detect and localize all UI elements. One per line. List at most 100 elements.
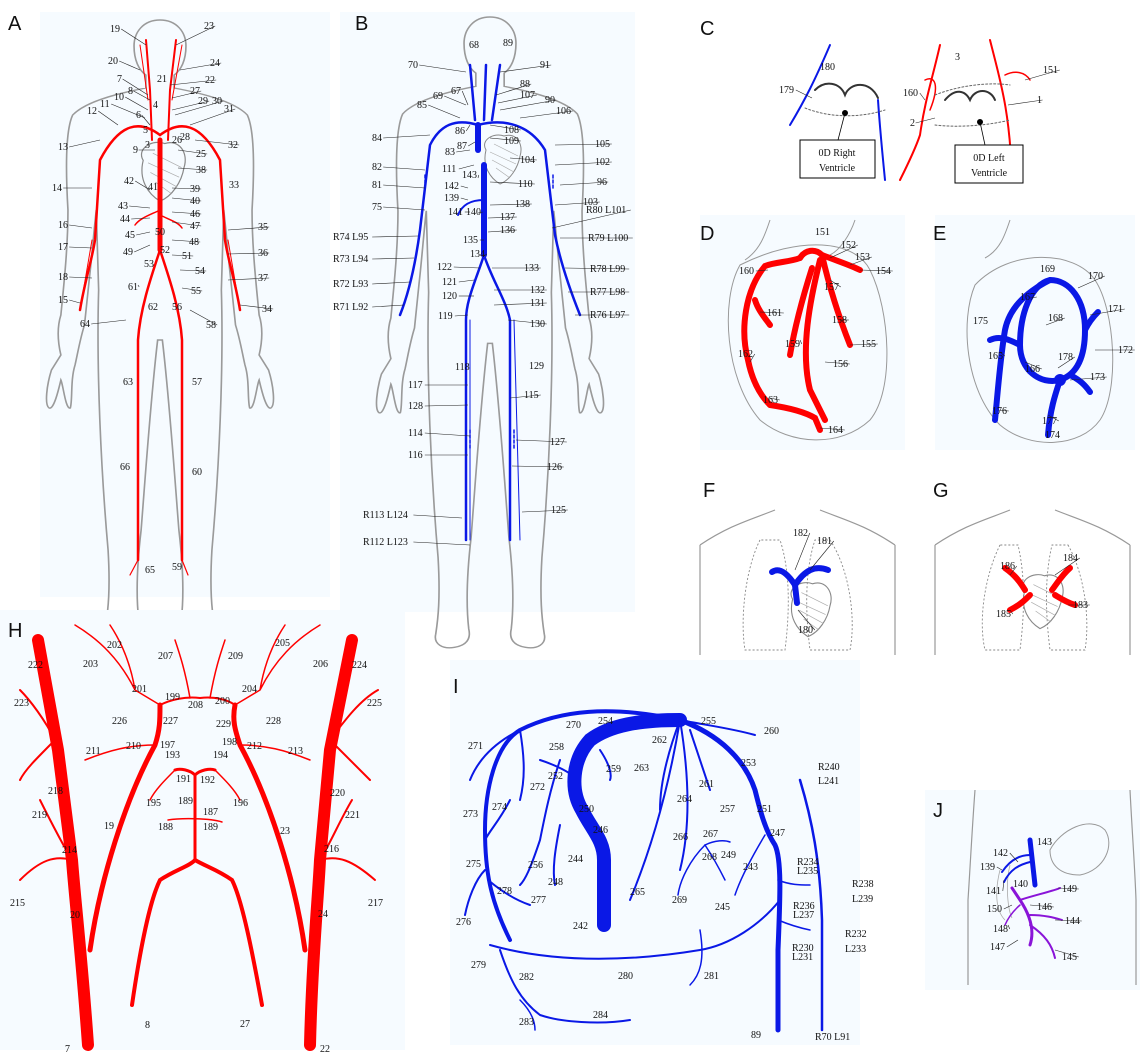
- panel-h-label: 210: [126, 741, 141, 752]
- panel-j-label: 140: [1013, 879, 1028, 890]
- panel-b-label: 125: [551, 505, 566, 516]
- panel-i-label: 251: [757, 804, 772, 815]
- panel-b-label: 84: [372, 133, 382, 144]
- panel-a-label: 40: [190, 196, 200, 207]
- panel-h-label: 217: [368, 898, 383, 909]
- panel-h-label: 218: [48, 786, 63, 797]
- panel-b-label: 82: [372, 162, 382, 173]
- panel-i-label: 271: [468, 741, 483, 752]
- panel-i-label: L235: [797, 866, 818, 877]
- panel-a-label: 6: [136, 110, 141, 121]
- panel-i-label: 283: [519, 1017, 534, 1028]
- panel-e-label: 176: [992, 406, 1007, 417]
- panel-j-label: 144: [1065, 916, 1080, 927]
- panel-h-label: 205: [275, 638, 290, 649]
- panel-b-label: 137: [500, 212, 515, 223]
- panel-a-label: 8: [128, 86, 133, 97]
- panel-a-letter: A: [8, 13, 22, 35]
- panel-b-label: 127: [550, 437, 565, 448]
- panel-g-pulmonary-veins: G: [933, 480, 1130, 655]
- panel-d-label: 157: [824, 282, 839, 293]
- panel-b-label: 107: [520, 90, 535, 101]
- panel-b-label: 70: [408, 60, 418, 71]
- panel-a-label: 45: [125, 230, 135, 241]
- panel-b-label: 129: [529, 361, 544, 372]
- coronary-sinus-node: [1054, 374, 1066, 386]
- panel-e-label: 175: [973, 316, 988, 327]
- panel-e-label: 173: [1090, 372, 1105, 383]
- panel-a-label: 21: [157, 74, 167, 85]
- left-lower-pulmonary-vein: [1055, 595, 1075, 605]
- panel-i-label: 272: [530, 782, 545, 793]
- panel-d-label: 163: [763, 395, 778, 406]
- panel-a-label: 35: [258, 222, 268, 233]
- panel-i-label: 248: [548, 877, 563, 888]
- panel-i-label: 275: [466, 859, 481, 870]
- panel-i-label: 267: [703, 829, 718, 840]
- panel-i-letter: I: [453, 676, 459, 698]
- panel-b-label: 122: [437, 262, 452, 273]
- panel-c-label: 179: [779, 85, 794, 96]
- panel-h-label: 20: [70, 910, 80, 921]
- panel-i-label: 265: [630, 887, 645, 898]
- panel-e-coronary-veins: E: [933, 215, 1135, 450]
- panel-f-label: 180: [798, 625, 813, 636]
- panel-d-label: 152: [841, 240, 856, 251]
- panel-j-label: 147: [990, 942, 1005, 953]
- panel-c-label: 180: [820, 62, 835, 73]
- panel-h-label: 187: [203, 807, 218, 818]
- panel-a-label: 47: [190, 221, 200, 232]
- panel-b-label: 83: [445, 147, 455, 158]
- panel-a-label: 30: [212, 96, 222, 107]
- panel-b-label: R80 L101: [586, 205, 626, 216]
- panel-a-label: 54: [195, 266, 205, 277]
- panel-d-label: 159: [785, 339, 800, 350]
- panel-a-label: 5: [143, 125, 148, 136]
- panel-b-label: 75: [372, 202, 382, 213]
- panel-j-background: [925, 790, 1140, 990]
- panel-a-label: 44: [120, 214, 130, 225]
- panel-b-label: 141: [448, 207, 463, 218]
- panel-i-label: R70 L91: [815, 1032, 850, 1043]
- panel-b-label: 136: [500, 225, 515, 236]
- panel-e-label: 177: [1042, 416, 1057, 427]
- panel-b-label: R74 L95: [333, 232, 368, 243]
- panel-g-label: 185: [996, 609, 1011, 620]
- panel-a-label: 7: [117, 74, 122, 85]
- panel-j-label: 143: [1037, 837, 1052, 848]
- panel-a-label: 20: [108, 56, 118, 67]
- panel-h-label: 193: [165, 750, 180, 761]
- panel-b-label: 120: [442, 291, 457, 302]
- panel-h-label: 228: [266, 716, 281, 727]
- panel-e-label: 165: [988, 351, 1003, 362]
- panel-b-label: 121: [442, 277, 457, 288]
- panel-a-label: 42: [124, 176, 134, 187]
- panel-a-label: 26: [172, 135, 182, 146]
- panel-b-label: 132: [530, 285, 545, 296]
- panel-b-letter: B: [355, 13, 368, 35]
- panel-j-label: 139: [980, 862, 995, 873]
- panel-d-label: 164: [828, 425, 843, 436]
- panel-h-label: 195: [146, 798, 161, 809]
- panel-b-label: 119: [438, 311, 453, 322]
- panel-d-label: 156: [833, 359, 848, 370]
- panel-h-label: 196: [233, 798, 248, 809]
- panel-a-label: 59: [172, 562, 182, 573]
- panel-e-label: 171: [1108, 304, 1123, 315]
- panel-a-label: 25: [196, 149, 206, 160]
- panel-i-label: 279: [471, 960, 486, 971]
- panel-j-label: 142: [993, 848, 1008, 859]
- panel-b-label: 90: [545, 95, 555, 106]
- panel-i-label: 89: [751, 1030, 761, 1041]
- panel-b-label: R73 L94: [333, 254, 368, 265]
- panel-a-label: 58: [206, 320, 216, 331]
- panel-b-label: 140: [466, 207, 481, 218]
- panel-i-label: 261: [699, 779, 714, 790]
- panel-b-label: R76 L97: [590, 310, 625, 321]
- panel-b-label: 116: [408, 450, 423, 461]
- panel-b-label: 69: [433, 91, 443, 102]
- panel-h-label: 19: [104, 821, 114, 832]
- panel-a-label: 62: [148, 302, 158, 313]
- panel-a-label: 15: [58, 295, 68, 306]
